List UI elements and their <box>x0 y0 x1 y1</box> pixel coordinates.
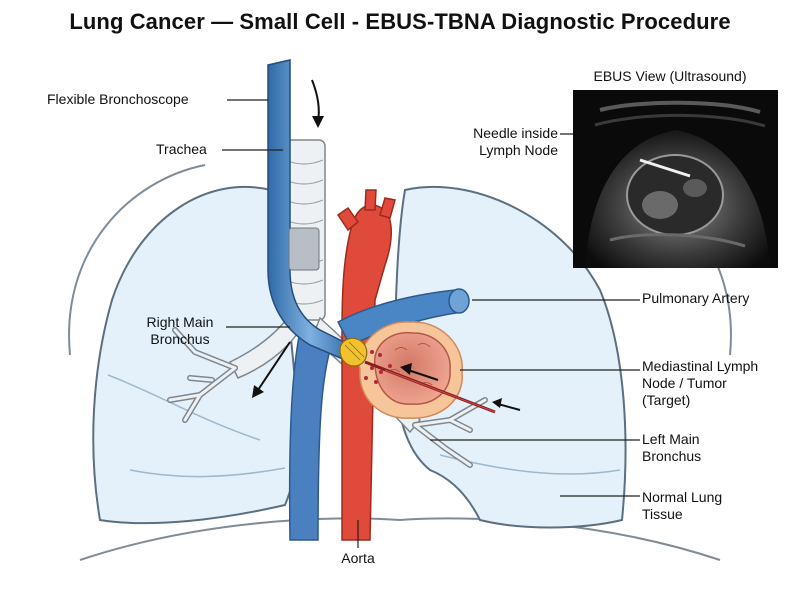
label-needle-line1: Needle inside <box>473 125 558 141</box>
label-trachea: Trachea <box>156 141 207 157</box>
lymph-node <box>374 331 451 405</box>
ebus-ultrasound-inset <box>573 90 778 268</box>
needle-entry-arrow <box>497 403 521 411</box>
label-lymph-line2: Node / Tumor <box>642 375 727 391</box>
label-needle-line2: Lymph Node <box>479 142 558 158</box>
pulmonary-artery-end <box>448 288 470 314</box>
aorta-branch-3 <box>379 197 396 219</box>
ultrasound-tip-lines <box>344 341 365 361</box>
scope-band <box>288 227 320 271</box>
ultrasound-tip <box>339 337 368 367</box>
direction-arrow-right-bronchus <box>257 341 291 391</box>
label-right-main-bronchus: Right Main Bronchus <box>132 314 228 348</box>
label-needle-inside-lymph-node: Needle inside Lymph Node <box>440 125 558 159</box>
label-right-main-bronchus-line1: Right Main <box>146 314 214 330</box>
aorta-branch-2 <box>364 189 377 211</box>
label-pulmonary-artery: Pulmonary Artery <box>642 290 750 306</box>
needle-direction-arrow <box>407 369 439 381</box>
label-left-main-bronchus: Left Main Bronchus <box>642 431 701 465</box>
label-right-main-bronchus-line2: Bronchus <box>150 331 210 347</box>
label-lymph-line1: Mediastinal Lymph <box>642 358 759 374</box>
label-left-bronchus-line2: Bronchus <box>642 448 702 464</box>
sample-dots <box>364 350 392 384</box>
label-left-bronchus-line1: Left Main <box>642 431 700 447</box>
page-title: Lung Cancer — Small Cell - EBUS-TBNA Dia… <box>69 9 731 34</box>
right-lung-fissure-2 <box>129 467 286 478</box>
ebus-inset-title: EBUS View (Ultrasound) <box>593 68 747 84</box>
label-lymph-line3: (Target) <box>642 392 691 408</box>
insertion-arrow <box>311 79 320 123</box>
label-normal-lung-line1: Normal Lung <box>642 489 723 505</box>
label-normal-lung-tissue: Normal Lung Tissue <box>642 489 722 523</box>
aorta-branch-1 <box>336 206 360 232</box>
label-normal-lung-line2: Tissue <box>642 506 683 522</box>
label-flexible-bronchoscope: Flexible Bronchoscope <box>47 91 189 107</box>
label-mediastinal-lymph-node: Mediastinal Lymph Node / Tumor (Target) <box>642 358 758 409</box>
label-aorta: Aorta <box>341 550 375 566</box>
vena-cava <box>288 328 331 541</box>
right-lung-fissure <box>107 374 261 441</box>
